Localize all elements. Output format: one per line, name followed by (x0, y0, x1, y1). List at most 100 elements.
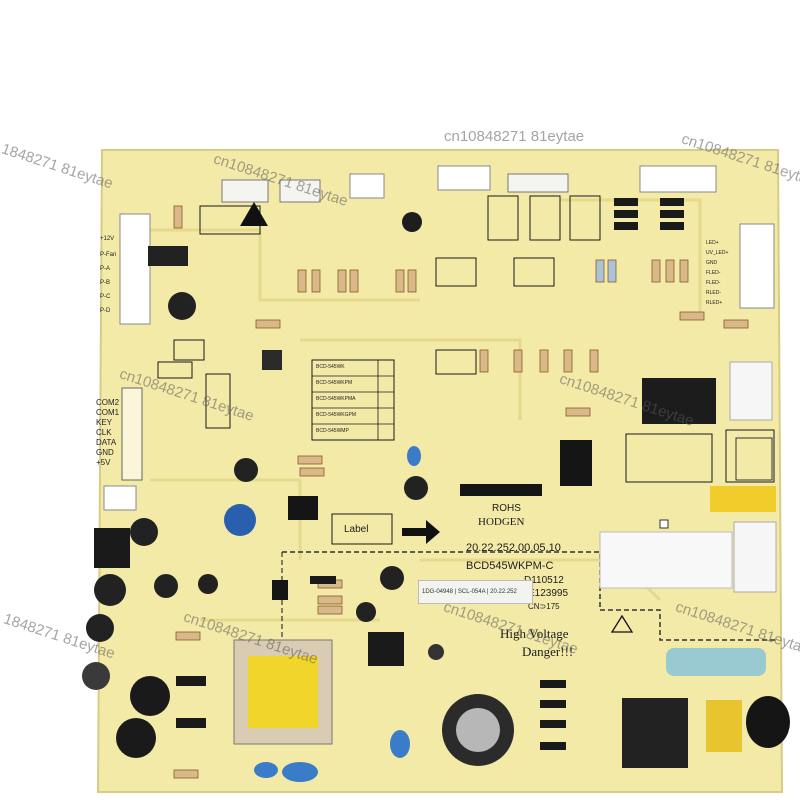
black-block-1 (148, 246, 188, 266)
fuse-yellow (710, 486, 776, 512)
model-table-row: BCD-545WMP (316, 428, 349, 434)
hv-symbol (610, 614, 634, 633)
cap-7 (86, 614, 114, 642)
pin-label: UV_LED+ (706, 250, 729, 256)
relay-black (642, 378, 716, 424)
pin-label: P-Fan (100, 252, 117, 258)
heatsink (94, 528, 130, 568)
pin-label: KEY (96, 418, 113, 427)
model-table-row: BCD-545WKPMA (316, 396, 356, 402)
rohs-text: ROHS (492, 503, 521, 514)
pin-label: FLED- (706, 280, 721, 286)
pin-label: P-C (100, 294, 111, 300)
pin-label: COM1 (96, 408, 120, 417)
pin-label: DATA (96, 438, 117, 447)
diode-group (176, 198, 684, 750)
cap-2 (168, 292, 196, 320)
model-table-row: BCD-545WKPM (316, 380, 353, 386)
x-capacitor (666, 648, 766, 676)
button (262, 350, 282, 370)
black-cap-right (746, 696, 790, 748)
cap-9 (198, 574, 218, 594)
top-connectors (103, 165, 775, 511)
cap-5 (130, 518, 158, 546)
relay-white-1 (729, 361, 773, 421)
cap-6 (94, 574, 126, 606)
pin-label: COM2 (96, 398, 120, 407)
blue-ceramic (282, 762, 318, 782)
blue-ceramic-3 (390, 730, 410, 758)
transformer-coil (248, 656, 318, 728)
resistor-group (173, 205, 749, 779)
pin-label: CLK (96, 428, 112, 437)
coil-yellow (706, 700, 742, 752)
regulator-1 (130, 676, 170, 716)
blue-ceramic-4 (407, 446, 421, 466)
cap-1 (402, 212, 422, 232)
connector-cn3 (349, 173, 385, 199)
pin-label: +5V (96, 458, 111, 467)
ic-small-1 (288, 496, 318, 520)
pin-label: P-B (100, 280, 111, 286)
pin-label: RLED- (706, 290, 722, 296)
silkscreen-outlines (157, 195, 775, 545)
cap-10 (154, 574, 178, 598)
model-table-row: BCD-545WK (316, 364, 345, 370)
brand-text: HODGEN (478, 516, 525, 528)
cap-8 (82, 662, 110, 690)
cap-3 (234, 458, 258, 482)
pin-label: +12V (100, 236, 115, 242)
pin-label: P-D (100, 308, 111, 314)
connector-left (119, 213, 151, 325)
cap-12 (380, 566, 404, 590)
ic-main (560, 440, 592, 486)
cap-4 (404, 476, 428, 500)
model-table-row: BCD-545WKGPM (316, 412, 357, 418)
connector-cn4 (437, 165, 491, 191)
warning-triangle (240, 202, 268, 226)
cap-11 (356, 602, 376, 622)
relay-white-2 (733, 521, 777, 593)
connector-cn2 (279, 179, 321, 203)
main-capacitor-top (456, 708, 500, 752)
cert-text: E123995 (528, 588, 569, 599)
code-text: D110512 (524, 575, 564, 586)
coil (622, 698, 688, 768)
mounting-hole (224, 504, 256, 536)
part-number-text: 20.22.252.00.05.10 (466, 542, 561, 554)
pin-label: P-A (100, 266, 111, 272)
barcode-sticker: 1DG-04948 | SCL-054A | 20.22.252 (418, 580, 533, 604)
label-box-text: Label (344, 524, 369, 535)
pin-label: GND (706, 260, 718, 266)
component-outline (735, 437, 773, 481)
label-arrow (402, 520, 440, 544)
pin-label: FLED- (706, 270, 721, 276)
watermark: cn10848271 81eytae (444, 128, 585, 145)
ic-bottom-small (272, 580, 288, 600)
cap-13 (428, 644, 444, 660)
warning-line-2: Danger!!! (522, 644, 574, 659)
temp-rating-text: CN⊃175 (528, 602, 560, 611)
connector-bottom-left (103, 485, 137, 511)
connector-left-2 (121, 387, 143, 481)
connector-right (739, 223, 775, 309)
regulator-2 (116, 718, 156, 758)
hv-boundary (282, 551, 778, 641)
warning-line-1: High Voltage (500, 626, 569, 641)
ic-chip-row (460, 484, 542, 496)
relay-white-3 (599, 531, 733, 589)
blue-ceramic-2 (254, 762, 278, 778)
model-table-lines (312, 360, 394, 440)
black-block-2 (368, 632, 404, 666)
pin-label: GND (96, 448, 114, 457)
connector-cn6 (639, 165, 717, 193)
model-text: BCD545WKPM-C (466, 560, 554, 572)
connector-cn1 (221, 179, 269, 203)
connector-cn5 (507, 173, 569, 193)
relay-dot (659, 519, 669, 529)
board-substrate (96, 149, 784, 793)
pin-label: LED+ (706, 240, 719, 246)
pin-label: RLED+ (706, 300, 723, 306)
